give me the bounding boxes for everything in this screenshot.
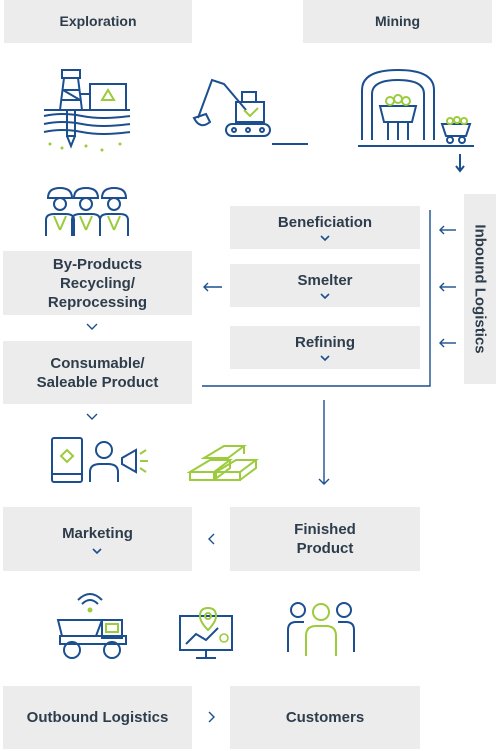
finished-product-box: Finished Product bbox=[230, 507, 420, 571]
excavator-icon bbox=[192, 78, 308, 145]
gold-bars-icon bbox=[186, 445, 259, 481]
inbound-logistics-box: Inbound Logistics bbox=[464, 194, 496, 384]
chevron-down-icon bbox=[92, 547, 103, 554]
byproducts-line-2: Recycling/ bbox=[59, 274, 135, 292]
smelter-label: Smelter bbox=[297, 272, 353, 289]
marketing-label: Marketing bbox=[62, 524, 133, 542]
outbound-logistics-box: Outbound Logistics bbox=[3, 686, 192, 749]
byproducts-line-3: Reprocessing bbox=[47, 293, 148, 311]
customers-box: Customers bbox=[230, 686, 420, 749]
refining-box: Refining bbox=[230, 326, 420, 369]
marketing-box: Marketing bbox=[3, 507, 192, 571]
consumable-box: Consumable/ Saleable Product bbox=[3, 341, 192, 404]
customers-label: Customers bbox=[285, 709, 365, 726]
mine-tunnel-icon bbox=[358, 68, 474, 173]
tablet-icon bbox=[51, 437, 83, 483]
mining-box: Mining bbox=[303, 0, 492, 43]
mining-label: Mining bbox=[374, 13, 421, 29]
byproducts-box: By-Products Recycling/ Reprocessing bbox=[3, 251, 192, 315]
marketer-megaphone-icon bbox=[89, 441, 148, 482]
smelter-box: Smelter bbox=[230, 264, 420, 307]
outbound-logistics-label: Outbound Logistics bbox=[26, 709, 169, 726]
chevron-down-icon bbox=[320, 355, 330, 362]
chevron-down-icon bbox=[320, 293, 330, 300]
byproducts-line-1: By-Products bbox=[52, 255, 143, 273]
refining-label: Refining bbox=[295, 334, 355, 351]
customers-group-icon bbox=[287, 602, 355, 656]
chevron-down-icon bbox=[320, 235, 330, 242]
drilling-rig-icon bbox=[43, 69, 131, 152]
workers-icon bbox=[45, 186, 129, 236]
consumable-line-1: Consumable/ bbox=[50, 354, 145, 372]
exploration-box: Exploration bbox=[4, 0, 192, 43]
exploration-label: Exploration bbox=[59, 13, 137, 29]
map-monitor-icon bbox=[179, 606, 233, 659]
finished-line-1: Finished bbox=[294, 521, 356, 538]
haul-truck-icon bbox=[56, 593, 127, 659]
beneficiation-box: Beneficiation bbox=[230, 206, 420, 249]
beneficiation-label: Beneficiation bbox=[277, 214, 373, 231]
consumable-line-2: Saleable Product bbox=[36, 373, 159, 391]
finished-line-2: Product bbox=[296, 540, 354, 557]
